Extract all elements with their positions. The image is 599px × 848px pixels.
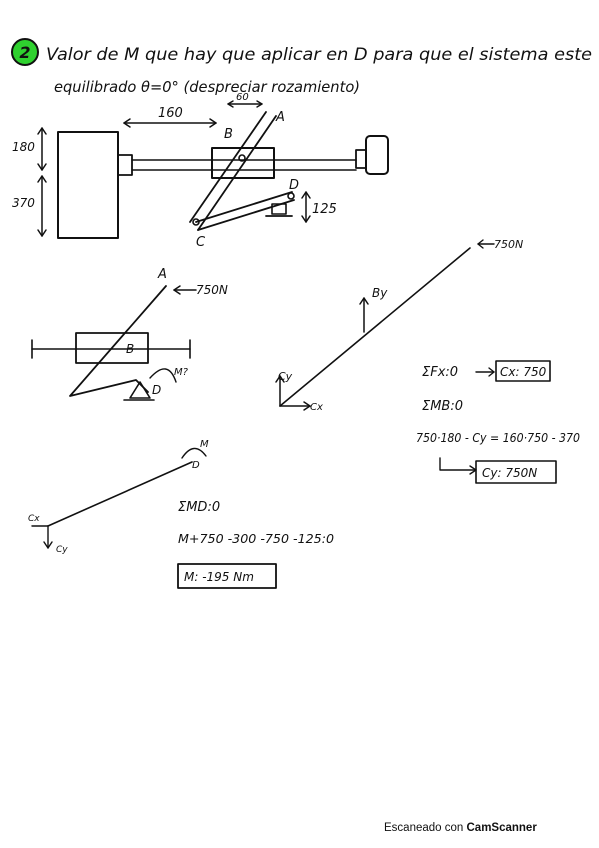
equations-bottom: ΣMD:0 M+750 -300 -750 -125:0 M: -195 Nm [177,500,334,589]
slider-block [211,147,275,179]
left-block [57,131,119,239]
fbd3-bar [47,461,193,527]
watermark-prefix: Escaneado con [384,822,464,834]
fbd2-cy: Cy [278,370,293,383]
eq-sum-mb: ΣMB:0 [422,399,463,414]
bar-ac-2 [197,115,277,231]
result-cy-box [475,460,557,484]
pin-c [192,218,200,226]
result-cy: Cy: 750N [482,466,537,480]
label-d: D [289,178,299,193]
fbd3-cx: Cx [28,514,40,524]
problem-title-line1: Valor de M que hay que aplicar en D para… [46,45,592,65]
problem-number: 2 [19,43,30,62]
dim-60: 60 [236,92,249,103]
dim-180: 180 [12,140,35,154]
bar-ac-1 [189,111,267,223]
dim-160: 160 [158,106,183,121]
problem-title-line2: equilibrado θ=0° (despreciar rozamiento) [54,78,360,96]
problem-number-circle [11,38,39,66]
fbd1-force: 750N [196,283,228,297]
result-m: M: -195 Nm [184,570,254,584]
dim-370: 370 [12,196,35,210]
label-c: C [196,235,206,250]
fbd3-cy: Cy [56,545,68,555]
watermark-brand: CamScanner [466,822,537,834]
result-cx: Cx: 750 [500,365,547,379]
fbd3-label-d: D [192,460,200,471]
fbd-1: A 750N B D M? [31,267,228,401]
fbd-3: M D Cx Cy [28,439,209,555]
left-collar [117,154,133,176]
fbd1-label-d: D [152,383,161,397]
dim-125: 125 [312,202,337,217]
fbd-2: 750N By Cy Cx [275,238,523,413]
pin-b [238,154,246,162]
result-m-box [177,563,277,589]
right-collar [355,149,367,169]
support-d [271,203,287,215]
fbd1-label-b: B [126,342,134,356]
right-block [365,135,389,175]
eq-sum-md: ΣMD:0 [178,500,220,515]
eq-sum-fx: ΣFx:0 [422,365,458,380]
label-b: B [224,127,233,142]
fbd2-bar [279,247,471,407]
fbd1-pin-support [129,381,151,399]
equations-right: ΣFx:0 Cx: 750 ΣMB:0 750·180 - Cy = 160·7… [416,360,580,484]
fbd2-force: 750N [494,238,523,251]
eq-moment-b: 750·180 - Cy = 160·750 - 370 [416,431,580,445]
fbd1-bars [69,285,167,397]
pin-d [287,192,295,200]
fbd1-slider [75,332,149,364]
fbd1-label-a: A [157,267,167,282]
fbd1-moment: M? [174,367,189,378]
fbd3-moment-arrow [181,447,207,459]
bar-cd-2 [197,199,295,231]
label-a: A [275,110,285,125]
scanner-watermark: Escaneado con CamScanner [384,822,537,834]
fbd1-moment-arrow [149,368,177,383]
fbd2-by: By [372,286,388,300]
fbd2-cx: Cx [310,402,323,413]
eq-moment-d: M+750 -300 -750 -125:0 [178,532,334,546]
bar-cd-1 [195,191,293,223]
mechanism-drawing: A B C D 160 60 180 370 125 [12,92,389,250]
fbd3-moment: M [200,439,209,450]
result-cx-box [495,360,551,382]
